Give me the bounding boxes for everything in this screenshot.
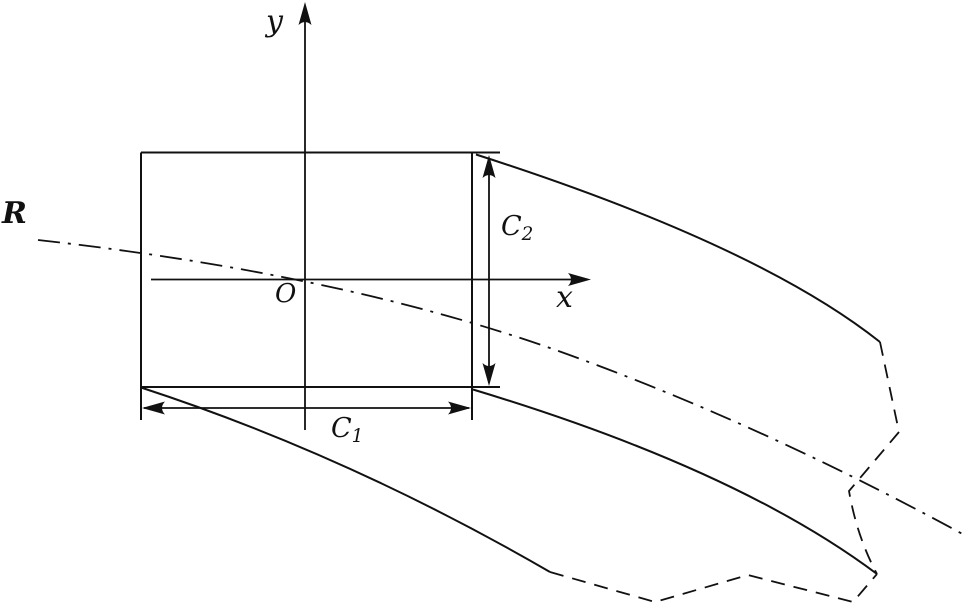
y-axis-label: y	[266, 4, 283, 39]
c1-dimension-label: C1	[331, 413, 363, 446]
lower-left-surface-curve	[140, 386, 551, 573]
y-axis-arrowhead-icon	[298, 2, 312, 25]
bottom-break-dashed-line	[549, 571, 878, 604]
x-axis-label: x	[556, 280, 573, 315]
c1-arrowhead-left-icon	[142, 401, 165, 415]
origin-label: O	[275, 279, 297, 309]
right-break-dashed-line	[848, 341, 900, 575]
c2-arrowhead-top-icon	[482, 155, 496, 178]
c2-dimension-label: C2	[501, 211, 533, 244]
c1-arrowhead-right-icon	[448, 401, 471, 415]
c2-arrowhead-bottom-icon	[482, 363, 496, 386]
c2-label-base: C	[501, 211, 522, 242]
top-surface-curve	[475, 153, 881, 343]
c2-label-subscript: 2	[521, 224, 534, 246]
middle-surface-curve	[472, 388, 878, 575]
x-axis-arrowhead-icon	[568, 273, 591, 286]
radius-centerline	[37, 239, 968, 538]
radius-label: R	[2, 196, 27, 231]
c1-label-base: C	[331, 413, 352, 444]
c1-label-subscript: 1	[351, 426, 364, 448]
